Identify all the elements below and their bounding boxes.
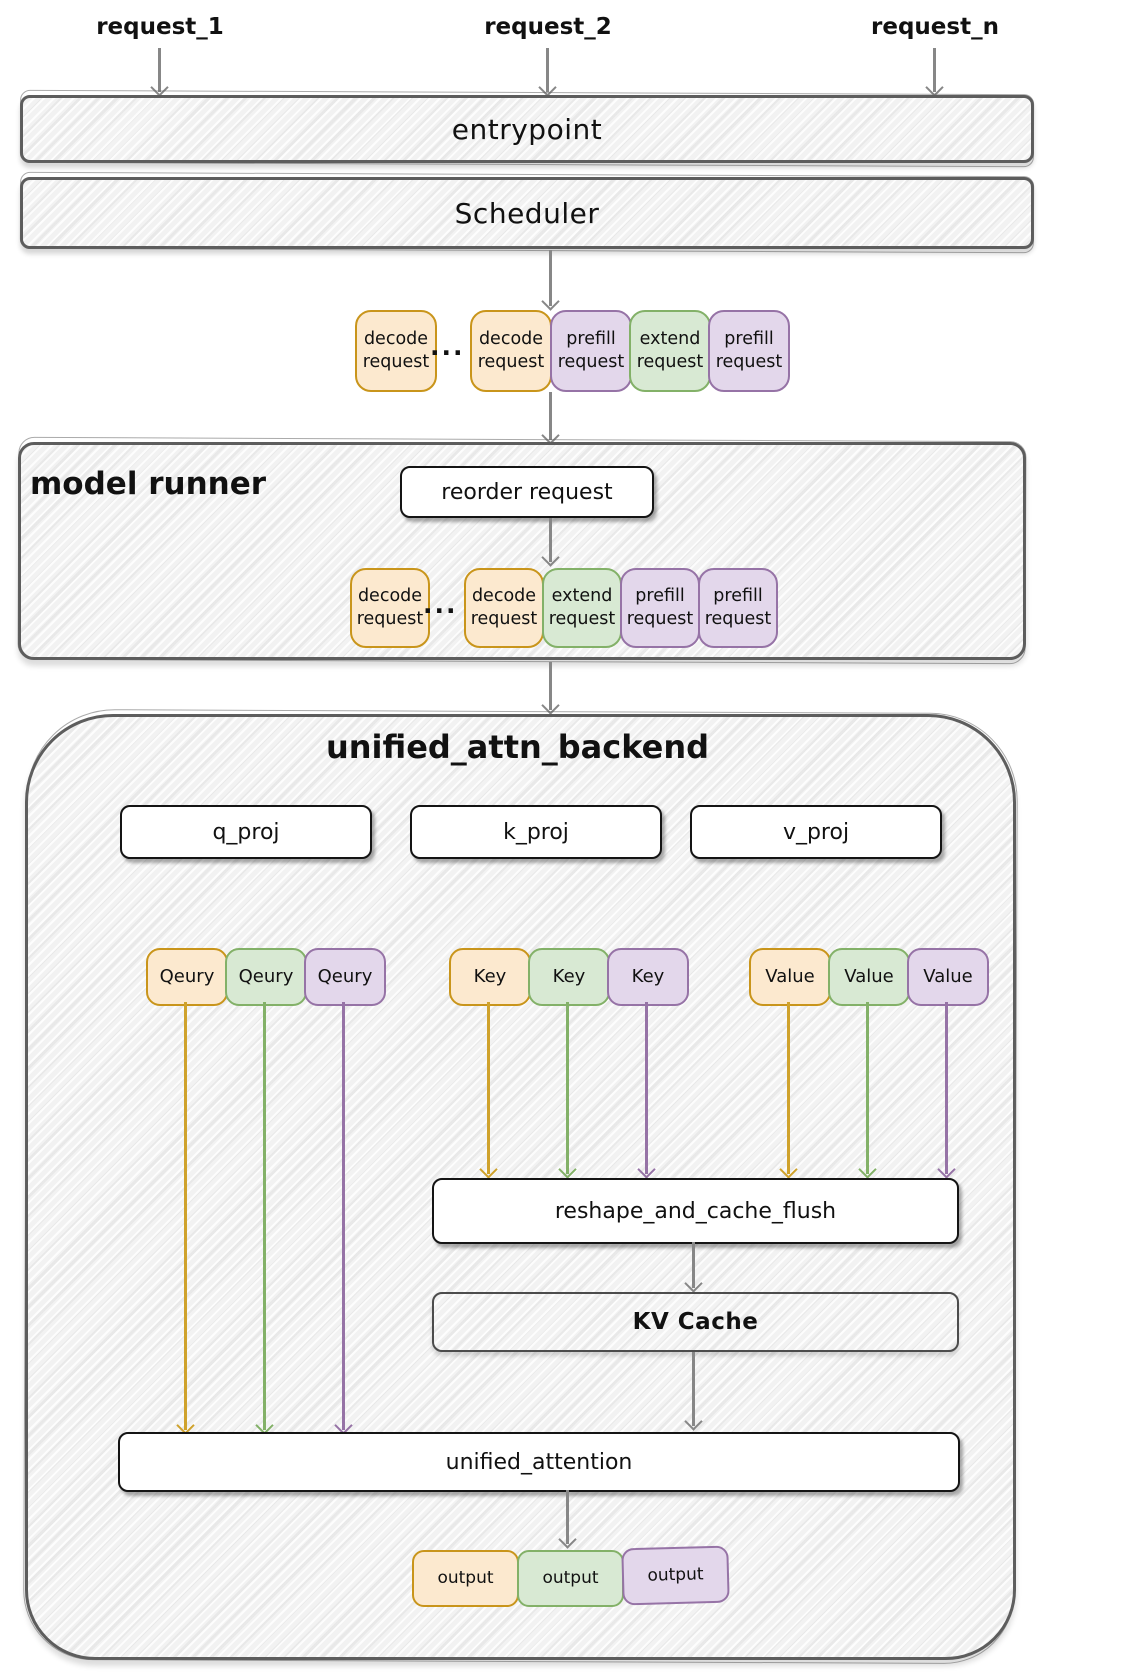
arrow-kvcache-to-attention-icon (692, 1352, 695, 1426)
queue1-decode-request-2: decode request (470, 310, 552, 392)
arrow-query-orange-icon (184, 1002, 187, 1430)
arrow-attention-to-output-icon (566, 1490, 569, 1544)
queue2-decode-request-2: decode request (464, 568, 544, 648)
arrow-request-n-icon (933, 48, 936, 92)
request-n-label: request_n (871, 14, 999, 40)
q-proj-box: q_proj (120, 805, 372, 859)
arrow-key-orange-icon (487, 1002, 490, 1174)
arrow-request-2-icon (546, 48, 549, 92)
queue1-prefill-request-2: prefill request (708, 310, 790, 392)
queue2-decode-request-1: decode request (350, 568, 430, 648)
queue1-decode-request-1: decode request (355, 310, 437, 392)
queue1-extend-request: extend request (629, 310, 711, 392)
k-proj-box: k_proj (410, 805, 662, 859)
queue2-ellipsis: ... (423, 590, 458, 619)
arrow-reorder-to-queue-icon (549, 518, 552, 562)
entrypoint-box: entrypoint (20, 95, 1034, 163)
arrow-query-green-icon (263, 1002, 266, 1430)
queue1-ellipsis: ... (430, 332, 465, 361)
arrow-query-purple-icon (342, 1002, 345, 1430)
arrow-request-1-icon (158, 48, 161, 92)
unified-attn-backend-title: unified_attn_backend (325, 728, 710, 766)
query-token-green: Qeury (225, 948, 307, 1006)
scheduler-box: Scheduler (20, 177, 1034, 249)
reshape-and-cache-flush-box: reshape_and_cache_flush (432, 1178, 959, 1244)
arrow-key-purple-icon (645, 1002, 648, 1174)
queue2-prefill-request-1: prefill request (620, 568, 700, 648)
value-token-orange: Value (749, 948, 831, 1006)
arrow-key-green-icon (566, 1002, 569, 1174)
arrow-scheduler-to-queue-icon (549, 250, 552, 306)
scheduler-label: Scheduler (454, 196, 600, 230)
queue2-extend-request: extend request (542, 568, 622, 648)
key-token-green: Key (528, 948, 610, 1006)
unified-attention-box: unified_attention (118, 1432, 960, 1492)
value-token-green: Value (828, 948, 910, 1006)
request-2-label: request_2 (484, 14, 612, 40)
request-1-label: request_1 (96, 14, 224, 40)
entrypoint-label: entrypoint (451, 112, 603, 146)
output-box-purple: output (621, 1545, 730, 1606)
arrow-queue-to-model-runner-icon (549, 392, 552, 440)
model-runner-title: model runner (30, 466, 267, 502)
query-token-orange: Qeury (146, 948, 228, 1006)
arrow-value-orange-icon (787, 1002, 790, 1174)
kv-cache-box: KV Cache (432, 1292, 959, 1352)
output-box-green: output (517, 1550, 624, 1607)
queue2-prefill-request-2: prefill request (698, 568, 778, 648)
arrow-reshape-to-kvcache-icon (692, 1242, 695, 1288)
arrow-value-purple-icon (945, 1002, 948, 1174)
query-token-purple: Qeury (304, 948, 386, 1006)
arrow-value-green-icon (866, 1002, 869, 1174)
reorder-request-box: reorder request (400, 466, 654, 518)
output-box-orange: output (412, 1550, 519, 1607)
value-token-purple: Value (907, 948, 989, 1006)
v-proj-box: v_proj (690, 805, 942, 859)
queue1-prefill-request-1: prefill request (550, 310, 632, 392)
arrow-model-runner-to-backend-icon (549, 662, 552, 710)
key-token-orange: Key (449, 948, 531, 1006)
key-token-purple: Key (607, 948, 689, 1006)
